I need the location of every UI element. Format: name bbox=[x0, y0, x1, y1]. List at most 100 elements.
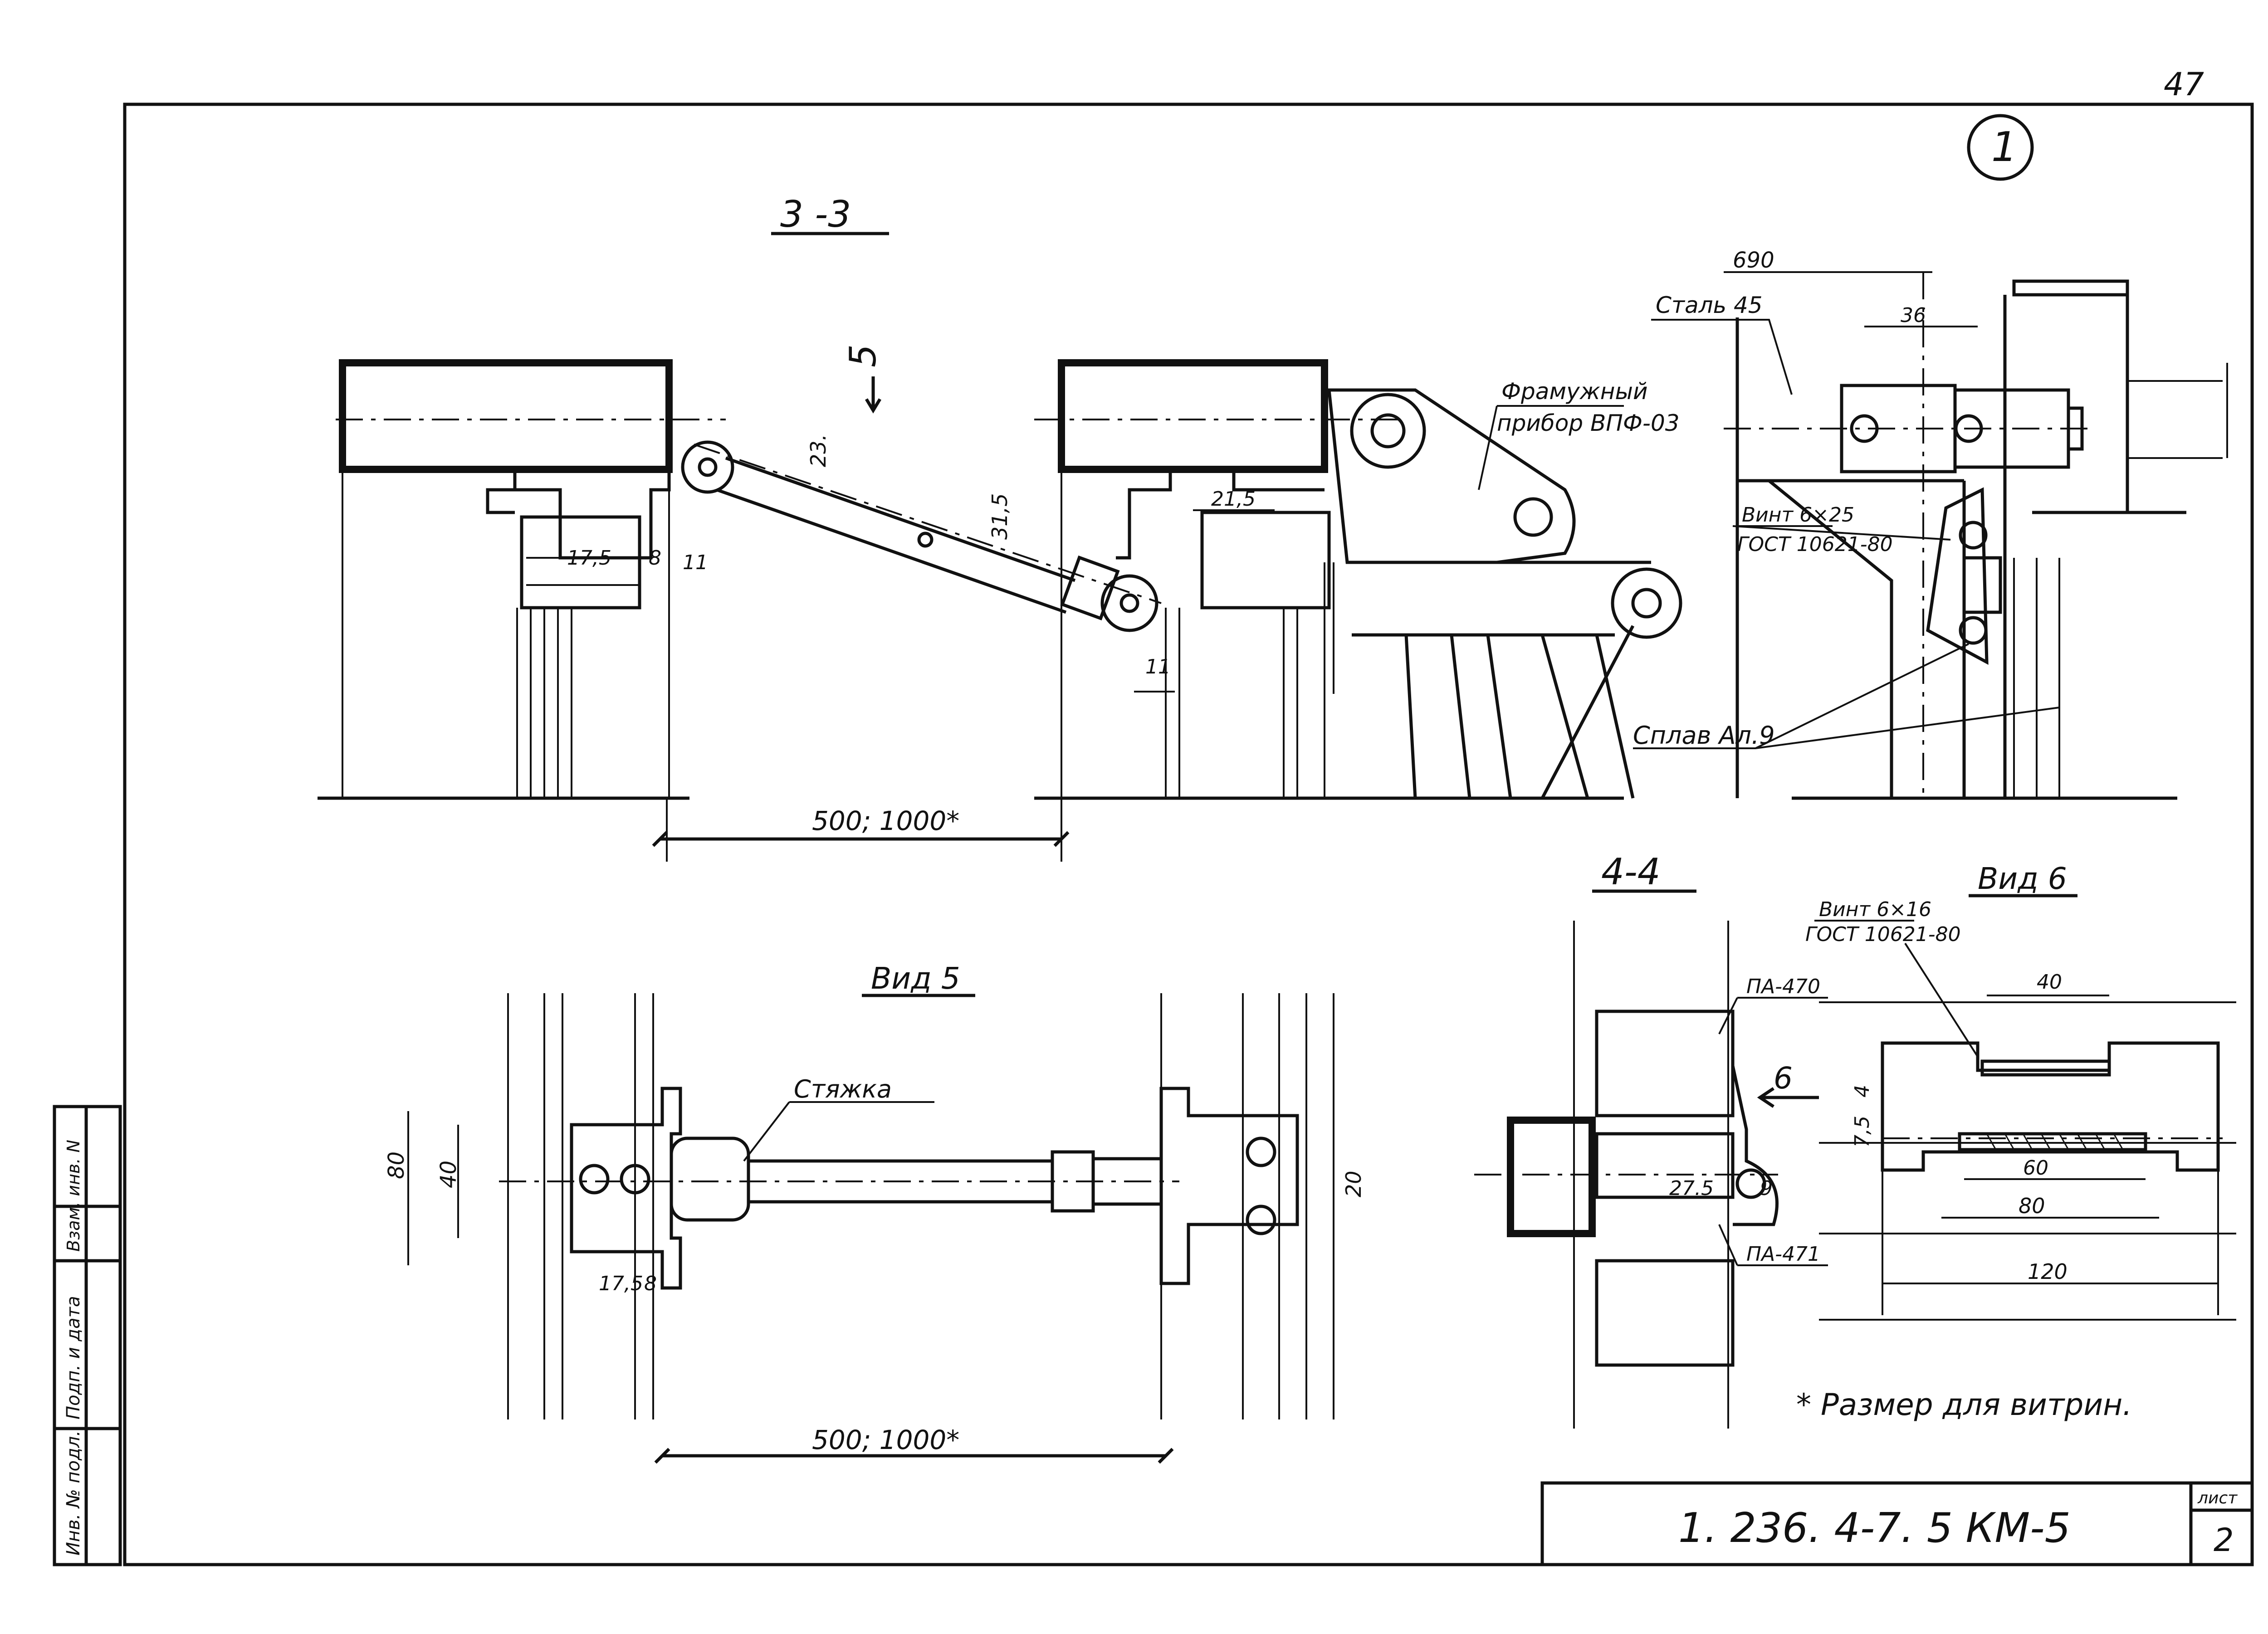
dim-40-v6: 40 bbox=[2037, 971, 2062, 994]
left-insert-lines bbox=[526, 557, 640, 586]
left-clip bbox=[486, 469, 671, 560]
arrow-6-label: 6 bbox=[1774, 1061, 1793, 1096]
device-pivot-upper bbox=[1350, 393, 1426, 469]
device-pivot-upper-pin bbox=[1370, 413, 1406, 449]
dim-main-5-label: 500; 1000* bbox=[812, 1424, 959, 1455]
upper-plate bbox=[1980, 1059, 2111, 1077]
dim-80: 80 bbox=[384, 1151, 409, 1179]
sheet-number: 2 bbox=[2214, 1522, 2234, 1559]
device-pivot-right bbox=[1611, 567, 1682, 639]
alloy-leader bbox=[1633, 643, 2060, 749]
dim-7-5-v6: 7,5 bbox=[1851, 1116, 1874, 1147]
detail-top-right: 690 36 Сталь 45 Винт 6×25 ГОСТ 10621-80 … bbox=[1633, 248, 2228, 800]
center-tube bbox=[1507, 1117, 1596, 1237]
glass-lines bbox=[2013, 558, 2060, 798]
dim-8: 8 bbox=[649, 546, 661, 570]
section-4-4: 4-4 ПА-470 ПА-471 6 27.5 9 bbox=[1474, 851, 1828, 1429]
left-screw-2 bbox=[620, 1164, 650, 1195]
sheet-frame bbox=[123, 102, 2254, 1566]
dim-23: 23. bbox=[806, 434, 831, 467]
screw-leader bbox=[1732, 525, 1951, 541]
pa470-label: ПА-470 bbox=[1746, 975, 1820, 998]
middle-profile bbox=[1595, 1132, 1735, 1199]
title-block-frame bbox=[1540, 1481, 2254, 1566]
dim-8-v5: 8 bbox=[644, 1272, 657, 1295]
dim-9: 9 bbox=[1760, 1177, 1773, 1200]
view-6: Вид 6 Винт 6×16 ГОСТ 10621-80 40 4 7,5 6… bbox=[1805, 861, 2236, 1321]
page-number: 47 bbox=[2164, 66, 2204, 103]
dim-17-5: 17,5 bbox=[567, 546, 611, 570]
tie-rod-5 bbox=[748, 1159, 1052, 1204]
section-4-4-title: 4-4 bbox=[1601, 851, 1661, 893]
steel-leader bbox=[1651, 319, 1793, 395]
left-mullion-lines bbox=[516, 608, 572, 798]
dim-main-5 bbox=[654, 1448, 1174, 1464]
arrow-6 bbox=[1757, 1087, 1819, 1108]
dim-main-label: 500; 1000* bbox=[812, 805, 959, 836]
hinge-leaf bbox=[1731, 1065, 1779, 1226]
section-3-3: 3 -3 5 23. 31,5 17,5 8 11 11 bbox=[318, 193, 1682, 862]
right-screw-1 bbox=[1246, 1136, 1276, 1167]
screw-label: Винт 6×25 bbox=[1742, 503, 1854, 527]
device-pivot-right-pin bbox=[1631, 588, 1662, 619]
device-label-line1: Фрамужный bbox=[1501, 378, 1647, 405]
bracket-screw-1 bbox=[1959, 521, 1988, 550]
right-mullion-lines bbox=[1165, 608, 1298, 798]
dim-31-5: 31,5 bbox=[987, 493, 1012, 540]
dim-690: 690 bbox=[1733, 248, 1774, 273]
hinge-pin bbox=[1735, 1168, 1766, 1199]
screw-std: ГОСТ 10621-80 bbox=[1737, 533, 1893, 556]
bracket-screw-2 bbox=[1959, 616, 1988, 645]
dim-20: 20 bbox=[1341, 1171, 1366, 1197]
drawing-code: 1. 236. 4-7. 5 КМ-5 bbox=[1678, 1504, 2071, 1552]
transom-device-body bbox=[1327, 388, 1576, 564]
dim-36: 36 bbox=[1901, 304, 1926, 327]
dim-80-v6: 80 bbox=[2019, 1194, 2045, 1218]
pa470-leader bbox=[1718, 997, 1828, 1034]
side-inv-orig: Инв. № подл. bbox=[63, 1430, 84, 1556]
side-sign-date: Подп. и дата bbox=[63, 1296, 84, 1419]
pin bbox=[2067, 406, 2084, 451]
pa471-leader bbox=[1718, 1224, 1828, 1266]
rod-axis bbox=[694, 444, 1162, 604]
frame-members bbox=[1735, 317, 1966, 798]
footnote: * Размер для витрин. bbox=[1796, 1387, 2132, 1422]
view6-ext-lines bbox=[1819, 1170, 2236, 1321]
right-clip bbox=[1116, 469, 1325, 560]
side-stamp: Инв. № подл. Подп. и дата Взам. инв. N bbox=[53, 1105, 122, 1566]
upper-profile bbox=[1595, 1010, 1735, 1117]
lower-profile bbox=[1595, 1259, 1735, 1367]
arrow-5-label: 5 bbox=[842, 344, 884, 367]
dim-11a: 11 bbox=[683, 551, 708, 574]
pivot-left-pin bbox=[698, 457, 718, 477]
alloy-label: Сплав Ал.9 bbox=[1633, 721, 1775, 750]
device-pivot-mid bbox=[1513, 497, 1553, 537]
device-plate bbox=[1324, 562, 1334, 798]
sheet-label: лист bbox=[2197, 1489, 2238, 1507]
dim-27-5: 27.5 bbox=[1669, 1177, 1714, 1200]
pivot-left bbox=[681, 440, 734, 494]
top-plate bbox=[2012, 279, 2129, 297]
tie-sleeve bbox=[1060, 555, 1120, 620]
dim-21-5: 21,5 bbox=[1211, 488, 1256, 511]
view-5-title: Вид 5 bbox=[871, 961, 960, 996]
pivot-right-pin bbox=[1119, 593, 1139, 613]
dim-40: 40 bbox=[436, 1161, 461, 1188]
right-insert bbox=[1200, 511, 1331, 610]
pa471-label: ПА-471 bbox=[1746, 1243, 1820, 1266]
steel-label: Сталь 45 bbox=[1656, 292, 1763, 318]
sheet-marker: 1 bbox=[1991, 123, 2017, 171]
tie-rod bbox=[716, 456, 1076, 614]
right-screw-2 bbox=[1246, 1205, 1276, 1235]
title-block: 1. 236. 4-7. 5 КМ-5 лист 2 bbox=[1540, 1481, 2254, 1566]
device-arm bbox=[1352, 561, 1651, 637]
dim-60-v6: 60 bbox=[2023, 1156, 2048, 1180]
view-6-title: Вид 6 bbox=[1978, 861, 2067, 896]
dim-11b: 11 bbox=[1145, 655, 1171, 678]
tie-leader bbox=[743, 1101, 934, 1162]
tie-end-left bbox=[670, 1136, 750, 1222]
device-label-line2: прибор ВПФ-03 bbox=[1497, 410, 1680, 436]
rod-screw bbox=[917, 532, 934, 548]
section-3-3-title: 3 -3 bbox=[780, 193, 851, 235]
